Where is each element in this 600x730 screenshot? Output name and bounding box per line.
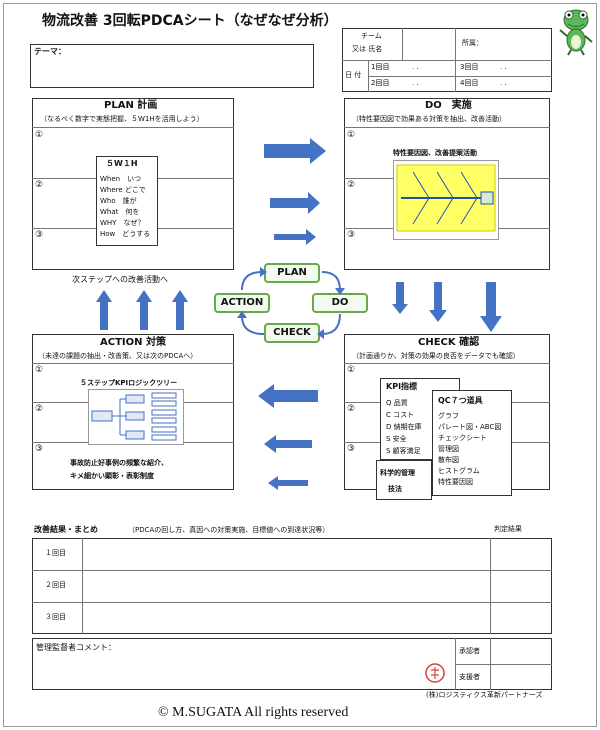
check-marker-1: ① xyxy=(347,366,355,375)
round-3-label: 3回目 xyxy=(460,64,478,71)
action-marker-1: ① xyxy=(35,366,43,375)
theme-box[interactable] xyxy=(30,44,314,88)
approver-label: 承認者 xyxy=(459,648,480,655)
team-label: チーム xyxy=(361,33,382,40)
kpi-item: S 顧客満足 xyxy=(386,448,421,455)
results-table xyxy=(32,538,552,634)
kpi-tree-caption: ５ステップKPIロジックツリー xyxy=(80,380,177,387)
results-row-label: １回目 xyxy=(45,550,66,557)
results-row-label: ３回目 xyxy=(45,614,66,621)
kpi-item: D 納期在庫 xyxy=(386,424,422,431)
mascot-icon xyxy=(556,6,596,56)
sci-mgmt-label-2: 技法 xyxy=(388,486,402,493)
w5h1-heading: ５W１H xyxy=(106,160,138,168)
qc-item: ヒストグラム xyxy=(438,468,480,475)
sci-mgmt-label-1: 科学的管理 xyxy=(380,470,415,477)
seal-stamp-icon xyxy=(424,662,446,684)
kpi-item: S 安全 xyxy=(386,436,407,443)
fishbone-diagram-icon xyxy=(393,160,499,240)
action-note-2: キメ細かい顕彰・表彰制度 xyxy=(70,473,154,480)
date-field-1[interactable]: . . xyxy=(412,64,419,71)
do-to-check-arrows xyxy=(392,280,508,336)
date-field-4[interactable]: . . xyxy=(500,80,507,87)
comment-label: 管理監督者コメント： xyxy=(36,644,116,652)
dept-label: 所属： xyxy=(462,40,483,47)
check-to-action-arrows xyxy=(256,384,324,490)
check-subtitle: （計画通りか、対策の効果の良否をデータでも確認） xyxy=(352,353,520,360)
qc-heading: QC７つ道具 xyxy=(438,397,483,405)
copyright: © M.SUGATA All rights reserved xyxy=(158,706,348,720)
next-step-label: 次ステップへの改善活動へ xyxy=(72,276,168,284)
action-to-plan-arrows xyxy=(96,288,196,332)
check-title: CHECK 確認 xyxy=(418,338,479,348)
w5h1-row: Who 誰が xyxy=(100,198,137,205)
action-subtitle: （未達の課題の抽出・改善策、又は次のPDCAへ） xyxy=(38,353,197,360)
w5h1-row: How どうする xyxy=(100,231,150,238)
results-note: （PDCAの回し方、真因への対策実施、目標値への到達状況等） xyxy=(128,527,329,534)
w5h1-row: WHY なぜ？ xyxy=(100,220,144,227)
action-marker-3: ③ xyxy=(35,445,43,454)
plan-subtitle: （なるべく数字で実態把握、５W1Hを活用しよう） xyxy=(40,116,204,123)
kpi-logic-tree-icon xyxy=(88,389,184,445)
qc-item: グラフ xyxy=(438,413,459,420)
qc-item: 散布図 xyxy=(438,457,459,464)
cycle-arrows-icon xyxy=(228,262,358,346)
action-note-1: 事故防止好事例の頻繁な紹介、 xyxy=(70,460,168,467)
results-label: 改善結果・まとめ xyxy=(34,526,98,534)
judge-label: 判定結果 xyxy=(494,526,522,533)
sci-mgmt-card xyxy=(376,460,432,500)
plan-marker-1: ① xyxy=(35,131,43,140)
results-row-label: ２回目 xyxy=(45,582,66,589)
do-title: DO 実施 xyxy=(425,101,472,111)
w5h1-row: Where どこで xyxy=(100,187,146,194)
w5h1-row: When いつ xyxy=(100,176,141,183)
round-1-label: 1回目 xyxy=(371,64,389,71)
do-diagram-caption: 特性要因図、改善提案活動 xyxy=(393,150,477,157)
date-field-3[interactable]: . . xyxy=(500,64,507,71)
company-name: (株)ロジスティクス革新パートナーズ xyxy=(426,692,542,699)
theme-label: テーマ： xyxy=(34,48,66,56)
do-subtitle: （特性要因図で効果ある対策を抽出、改善活動） xyxy=(352,116,506,123)
check-marker-3: ③ xyxy=(347,445,355,454)
plan-title: PLAN 計画 xyxy=(104,101,157,111)
plan-marker-2: ② xyxy=(35,181,43,190)
date-field-2[interactable]: . . xyxy=(412,80,419,87)
supporter-label: 支援者 xyxy=(459,674,480,681)
kpi-item: C コスト xyxy=(386,412,414,419)
qc-item: 管理図 xyxy=(438,446,459,453)
date-label: 日 付 xyxy=(345,72,361,79)
qc-item: チェックシート xyxy=(438,435,487,442)
plan-to-do-arrows xyxy=(262,138,330,248)
kpi-item: Q 品質 xyxy=(386,400,408,407)
name-label: 又は 氏名 xyxy=(352,46,382,53)
qc-item: パレート図・ABC図 xyxy=(438,424,501,431)
do-marker-3: ③ xyxy=(347,231,355,240)
page-title: 物流改善 3回転PDCAシート（なぜなぜ分析） xyxy=(42,14,338,28)
action-title: ACTION 対策 xyxy=(100,338,166,348)
round-4-label: 4回目 xyxy=(460,80,478,87)
action-marker-2: ② xyxy=(35,405,43,414)
w5h1-row: What 何を xyxy=(100,209,139,216)
check-marker-2: ② xyxy=(347,405,355,414)
do-marker-2: ② xyxy=(347,181,355,190)
kpi-heading: KPI指標 xyxy=(386,383,417,391)
plan-marker-3: ③ xyxy=(35,231,43,240)
do-marker-1: ① xyxy=(347,131,355,140)
qc-item: 特性要因図 xyxy=(438,479,473,486)
round-2-label: 2回目 xyxy=(371,80,389,87)
